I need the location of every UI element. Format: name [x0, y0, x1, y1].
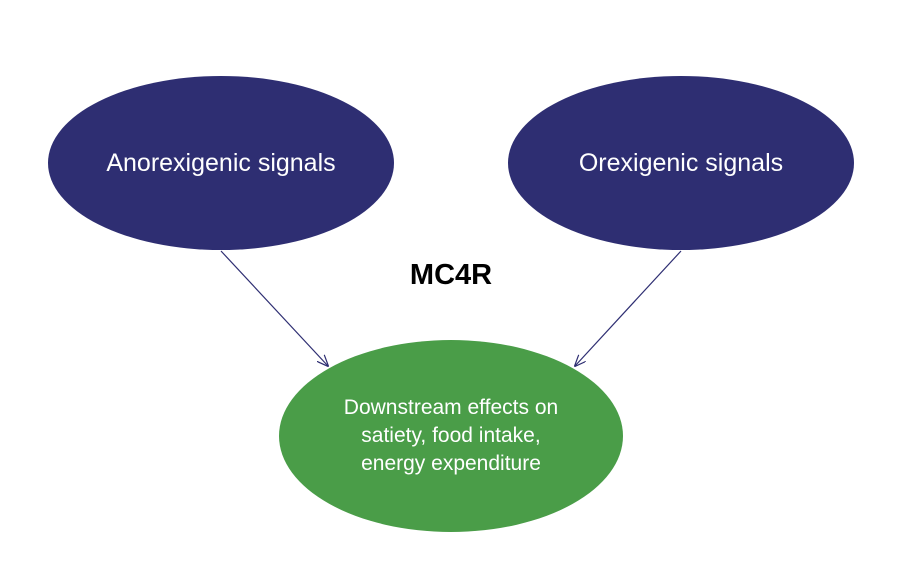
downstream-effects-line-1: Downstream effects on	[343, 396, 559, 419]
anorexigenic-signals-label: Anorexigenic signals	[106, 148, 336, 177]
orexigenic-signals-label: Orexigenic signals	[578, 148, 784, 177]
arrow-orexigenic-to-downstream	[575, 250, 682, 366]
downstream-effects-line-3: energy expenditure	[361, 452, 541, 475]
arrow-anorexigenic-to-downstream	[220, 250, 328, 366]
orexigenic-node	[508, 76, 854, 250]
anorexigenic-node	[48, 76, 394, 250]
downstream-effects-node	[279, 340, 623, 532]
downstream-effects-label: Downstream effects on satiety, food inta…	[300, 340, 602, 532]
downstream-effects-line-2: satiety, food intake,	[361, 424, 541, 447]
mc4r-label: MC4R	[409, 258, 493, 291]
